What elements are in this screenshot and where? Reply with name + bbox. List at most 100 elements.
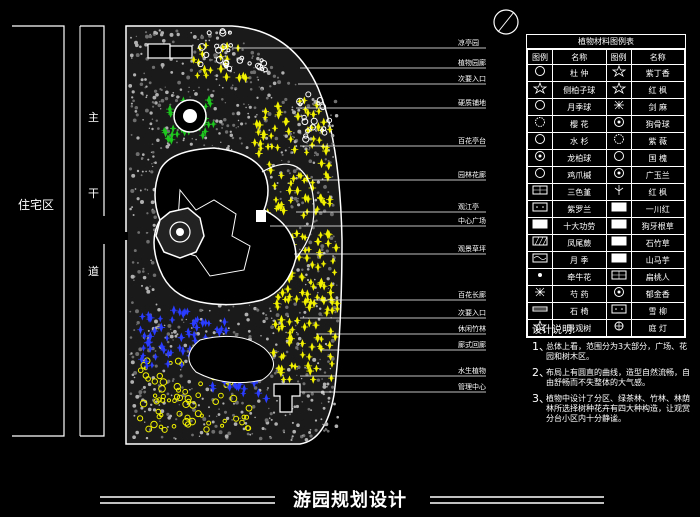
shrub-dot bbox=[303, 310, 307, 314]
shrub-dot bbox=[235, 127, 237, 129]
tree-mark bbox=[228, 43, 233, 48]
tree-mark bbox=[260, 133, 267, 142]
design-notes: 设计说明: 1、 总体上看，范围分为3大部分，广场、花园和树木区。 2、 布局上… bbox=[532, 321, 692, 430]
shrub-dot bbox=[300, 377, 303, 380]
tree-mark bbox=[315, 107, 322, 116]
tree-mark bbox=[166, 398, 172, 403]
shrub-dot bbox=[224, 55, 227, 58]
tree-mark bbox=[174, 357, 182, 365]
shrub-dot bbox=[130, 189, 135, 193]
shrub-dot bbox=[189, 388, 191, 391]
shrub-dot bbox=[283, 431, 285, 434]
shrub-dot bbox=[172, 91, 175, 94]
shrub-dot bbox=[157, 307, 161, 312]
shrub-dot bbox=[133, 279, 135, 281]
tree-mark bbox=[278, 321, 286, 332]
shrub-dot bbox=[190, 31, 193, 34]
shrub-dot bbox=[159, 420, 161, 422]
shrub-dot bbox=[144, 188, 147, 191]
shrub-dot bbox=[332, 306, 337, 310]
tree-mark bbox=[169, 130, 176, 139]
shrub-dot bbox=[164, 86, 166, 88]
tree-mark bbox=[184, 421, 192, 428]
shrub-dot bbox=[136, 323, 138, 326]
shrub-dot bbox=[204, 136, 208, 140]
shrub-dot bbox=[215, 74, 219, 78]
tree-mark bbox=[271, 181, 278, 190]
shrub-dot bbox=[151, 288, 155, 292]
shrub-dot bbox=[150, 403, 153, 406]
legend-name: 鸡爪槭 bbox=[552, 166, 607, 184]
shrub-dot bbox=[254, 416, 256, 419]
tree-mark bbox=[207, 66, 214, 75]
shrub-dot bbox=[256, 56, 260, 61]
shrub-dot bbox=[141, 284, 143, 287]
shrub-dot bbox=[215, 78, 218, 81]
shrub-dot bbox=[308, 240, 313, 245]
callout-label: 次要入口 bbox=[458, 75, 486, 83]
tree-mark bbox=[285, 126, 293, 136]
shrub-dot bbox=[301, 391, 306, 395]
shrub-dot bbox=[237, 119, 240, 122]
shrub-dot bbox=[198, 69, 202, 73]
shrub-dot bbox=[317, 318, 321, 321]
shrub-dot bbox=[266, 388, 269, 391]
shrub-dot bbox=[296, 374, 298, 377]
tree-mark bbox=[326, 194, 334, 205]
shrub-dot bbox=[143, 410, 146, 413]
shrub-dot bbox=[257, 399, 261, 403]
shrub-dot bbox=[169, 345, 173, 348]
shrub-dot bbox=[215, 127, 218, 131]
shrub-dot bbox=[132, 214, 135, 216]
shrub-dot bbox=[150, 200, 155, 205]
shrub-dot bbox=[323, 429, 326, 432]
tree-mark bbox=[190, 330, 198, 340]
legend-symbol-icon bbox=[527, 200, 553, 218]
legend-name: 狗骨球 bbox=[630, 115, 685, 133]
shrub-dot bbox=[218, 119, 223, 124]
tree-mark bbox=[331, 332, 339, 342]
shrub-dot bbox=[148, 170, 151, 172]
shrub-dot bbox=[175, 418, 178, 421]
shrub-dot bbox=[288, 413, 292, 416]
shrub-dot bbox=[331, 142, 334, 145]
shrub-dot bbox=[153, 162, 155, 164]
shrub-dot bbox=[321, 178, 324, 180]
tree-mark bbox=[215, 56, 224, 64]
shrub-dot bbox=[145, 96, 148, 99]
tree-mark bbox=[159, 412, 164, 418]
shrub-dot bbox=[247, 112, 250, 115]
shrub-dot bbox=[320, 418, 323, 421]
shrub-dot bbox=[333, 402, 336, 406]
shrub-dot bbox=[253, 386, 258, 390]
tree-mark bbox=[302, 246, 308, 255]
shrub-dot bbox=[177, 325, 181, 329]
shrub-dot bbox=[244, 122, 247, 125]
legend-name: 一川红 bbox=[630, 200, 685, 218]
tree-mark bbox=[205, 94, 214, 106]
shrub-dot bbox=[227, 431, 232, 436]
shrub-dot bbox=[329, 236, 334, 241]
management-building bbox=[273, 383, 301, 413]
tree-mark bbox=[320, 260, 327, 268]
legend-symbol-icon bbox=[527, 319, 553, 337]
shrub-dot bbox=[234, 332, 239, 337]
shrub-dot bbox=[152, 223, 156, 227]
north-arrow-needle bbox=[497, 11, 515, 33]
shrub-dot bbox=[132, 435, 136, 440]
shrub-dot bbox=[281, 374, 284, 377]
shrub-dot bbox=[224, 101, 227, 104]
shrub-dot bbox=[302, 316, 305, 318]
shrub-dot bbox=[174, 99, 179, 103]
legend-name: 郁金香 bbox=[630, 285, 685, 303]
tree-mark bbox=[266, 160, 272, 168]
shrub-dot bbox=[301, 201, 305, 205]
tree-mark bbox=[314, 236, 322, 246]
tree-mark bbox=[169, 305, 178, 316]
tree-mark bbox=[276, 107, 284, 117]
shrub-dot bbox=[244, 422, 248, 425]
residential-label: 住宅区 bbox=[18, 198, 55, 212]
shrub-dot bbox=[330, 356, 335, 361]
callout-label: 观江亭 bbox=[458, 203, 479, 211]
shrub-dot bbox=[306, 278, 310, 282]
